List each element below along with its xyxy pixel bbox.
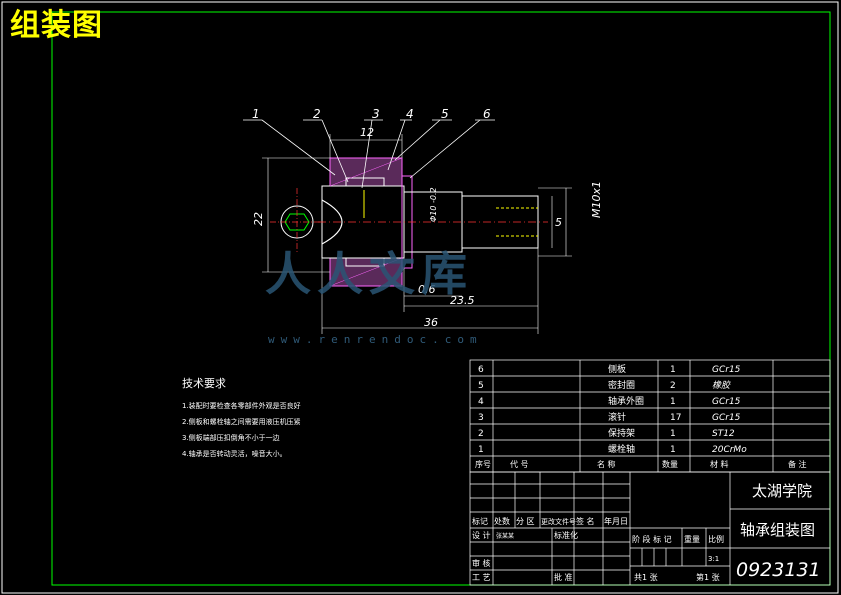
hdr-code: 代 号 [510, 459, 529, 469]
callout-6: 6 [483, 107, 491, 121]
callouts [243, 119, 495, 189]
hdr-name: 名 称 [597, 459, 616, 469]
tech-item: 4.轴承是否转动灵活，噪音大小。 [182, 449, 287, 458]
callout-5: 5 [441, 107, 449, 121]
part-no: 2 [478, 429, 484, 439]
dim-36: 36 [424, 316, 438, 329]
tb-approve: 批 准 [554, 572, 573, 582]
watermark-url: www.renrendoc.com [268, 333, 483, 346]
needle-roller-top [345, 177, 385, 187]
part-qty: 2 [670, 381, 676, 391]
tb-weight: 重量 [684, 534, 700, 544]
dim-12: 12 [360, 126, 374, 139]
tech-item: 2.侧板和螺栓轴之间需要用液压机压紧 [182, 417, 301, 426]
shaft-head-arc [321, 199, 343, 245]
tb-sheet-no: 第1 张 [696, 572, 720, 582]
drawing-number: 0923131 [736, 559, 821, 581]
parts-header: 序号 代 号 名 称 数量 材 料 备 注 [475, 459, 807, 469]
hdr-qty: 数量 [662, 459, 678, 469]
hdr-material: 材 料 [710, 459, 729, 469]
title-block-text: 太湖学院 轴承组装图 0923131 3:1 标记 处数 分 区 更改文件号 签… [472, 482, 821, 582]
part-name: 保持架 [608, 427, 635, 439]
callout-1: 1 [252, 107, 260, 121]
part-material: GCr15 [712, 397, 741, 407]
part-name: 侧板 [608, 363, 626, 375]
school-name: 太湖学院 [752, 482, 812, 500]
page-title: 组装图 [10, 8, 103, 43]
title-block [469, 471, 831, 586]
tb-date: 年月日 [604, 516, 628, 526]
tb-design: 设 计 [472, 530, 491, 540]
tb-zone: 分 区 [516, 517, 535, 526]
part-name: 轴承外圈 [608, 395, 644, 407]
scale: 3:1 [708, 555, 719, 563]
hatch2 [329, 157, 403, 187]
dim-0-6: 0.6 [418, 283, 436, 296]
tb-designer: 张某某 [496, 532, 514, 540]
tech-item: 3.侧板端部压扣倒角不小于一边 [182, 433, 280, 442]
hdr-remark: 备 注 [788, 459, 807, 469]
part-qty: 17 [670, 413, 681, 423]
dim-thread: M10x1 [590, 181, 603, 218]
tb-change: 更改文件号 [541, 517, 576, 526]
callout-2: 2 [313, 107, 321, 121]
callout-3: 3 [372, 107, 380, 121]
part-material: GCr15 [712, 365, 741, 375]
hatch [329, 257, 403, 287]
tb-sign: 签 名 [576, 516, 595, 526]
part-name: 滚针 [608, 411, 626, 423]
part-no: 1 [478, 445, 484, 455]
part-name: 密封圈 [608, 379, 635, 391]
drawing-title: 轴承组装图 [740, 521, 815, 539]
tb-mark: 标记 [472, 516, 488, 526]
tb-count: 处数 [494, 516, 510, 526]
part-no: 5 [478, 381, 484, 391]
dim-23-5: 23.5 [450, 294, 475, 307]
watermark-logo: 人人文库 [265, 247, 473, 301]
tb-ratio: 比例 [708, 534, 724, 544]
dim-22: 22 [252, 212, 265, 226]
tb-process: 工 艺 [472, 573, 491, 582]
dimension-text: 12 22 5 M10x1 0.6 23.5 36 Φ10 -0.2 [252, 126, 603, 329]
callout-4: 4 [406, 107, 414, 121]
shaft-thread [461, 195, 539, 249]
tb-standard: 标准化 [554, 530, 578, 540]
part-no: 4 [478, 397, 484, 407]
tb-review: 审 核 [472, 558, 491, 568]
dimension-lines [262, 134, 572, 334]
callout-labels: 1 2 3 4 5 6 [252, 107, 491, 121]
part-material: ST12 [712, 429, 735, 439]
needle-roller-bottom [345, 257, 385, 267]
part-name: 螺栓轴 [608, 443, 635, 455]
part-qty: 1 [670, 429, 676, 439]
part-qty: 1 [670, 397, 676, 407]
dim-5: 5 [555, 216, 562, 229]
part-no: 3 [478, 413, 484, 423]
part-no: 6 [478, 365, 484, 375]
hdr-no: 序号 [475, 459, 491, 469]
parts-list [469, 359, 831, 473]
part-material: GCr15 [712, 413, 741, 423]
tb-stage: 阶 段 标 记 [632, 534, 672, 544]
tech-heading: 技术要求 [182, 377, 226, 390]
tb-sheets: 共1 张 [634, 573, 658, 582]
inner-frame [51, 11, 831, 586]
tech-item: 1.装配时要检查各零部件外观是否良好 [182, 401, 301, 410]
dim-bore: Φ10 -0.2 [429, 187, 438, 222]
part-material: 20CrMo [712, 445, 747, 455]
part-material: 橡胶 [712, 380, 731, 391]
part-qty: 1 [670, 365, 676, 375]
tech-requirements: 技术要求 1.装配时要检查各零部件外观是否良好 2.侧板和螺栓轴之间需要用液压机… [182, 377, 301, 458]
part-qty: 1 [670, 445, 676, 455]
